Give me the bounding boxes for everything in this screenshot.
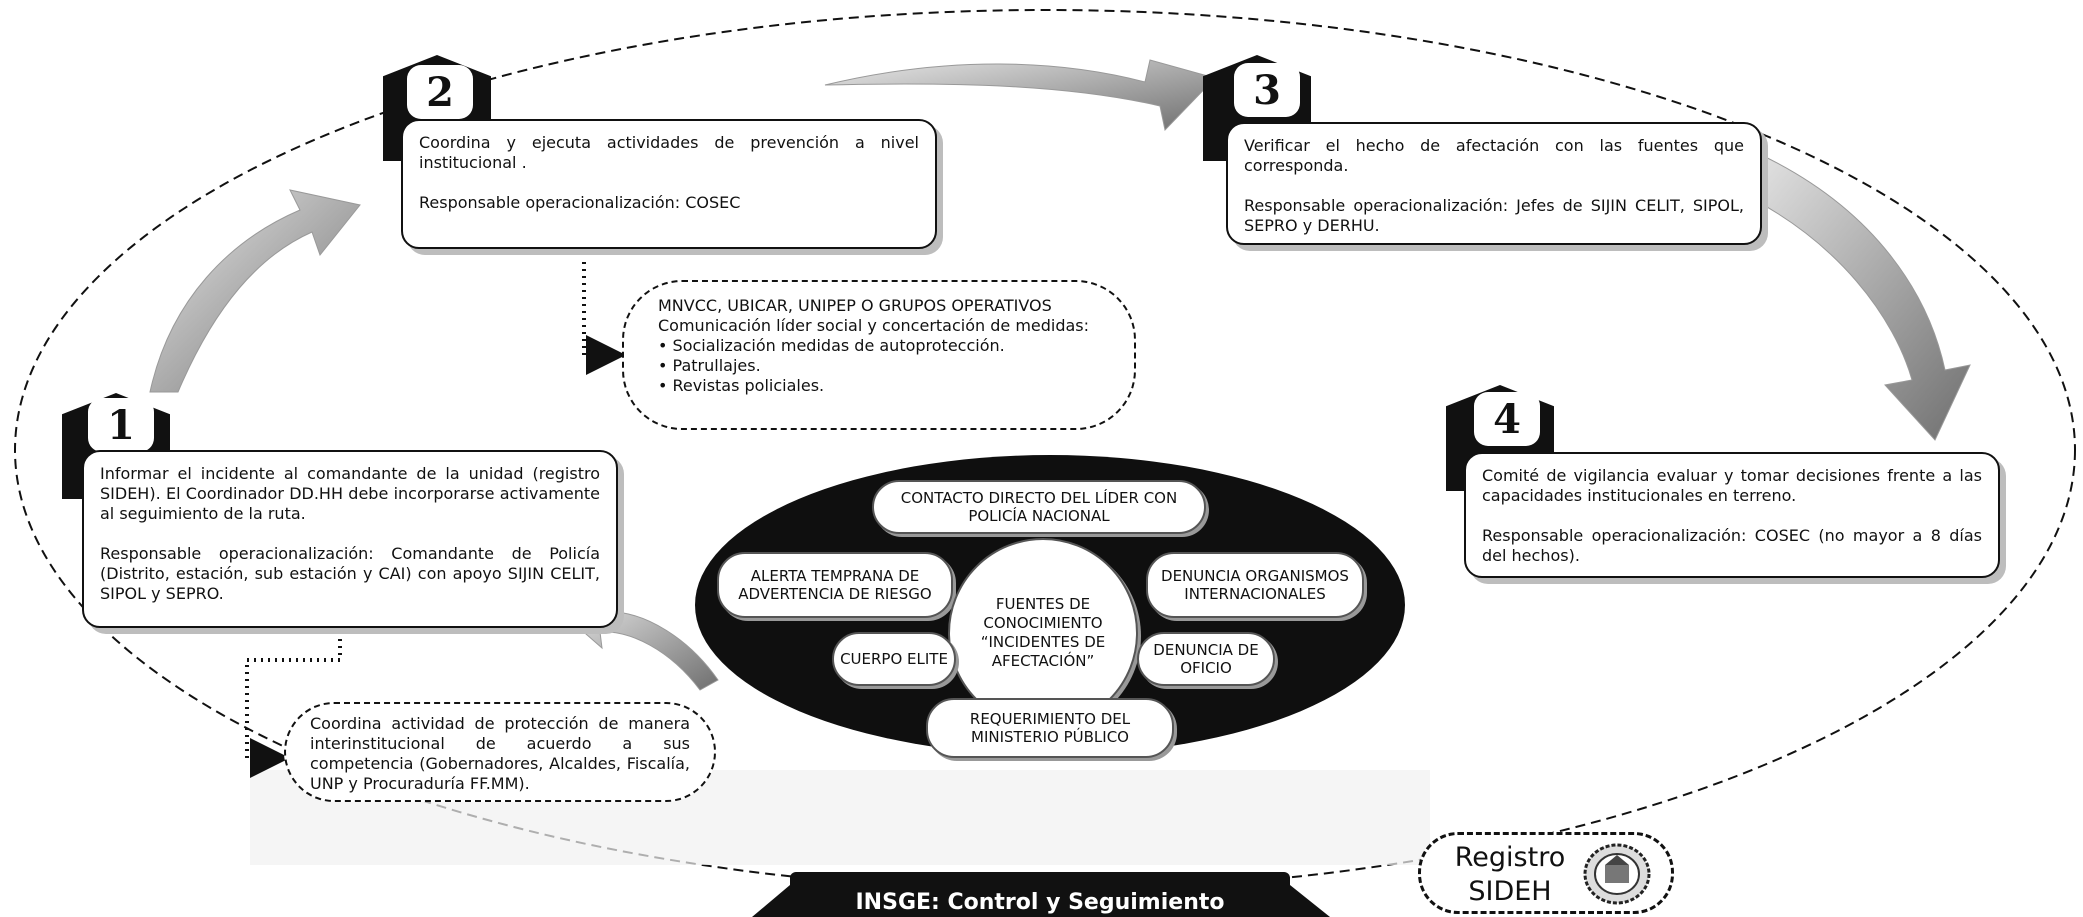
operativos-line2: Comunicación líder social y concertación… xyxy=(658,316,1090,335)
pill-cuerpo-elite: CUERPO ELITE xyxy=(832,632,956,686)
step-3-box: Verificar el hecho de afectación con las… xyxy=(1226,122,1762,245)
connector-1-proteccion xyxy=(245,625,342,778)
operativos-line1: MNVCC, UBICAR, UNIPEP O GRUPOS OPERATIVO… xyxy=(658,296,1052,315)
pill-denuncia-organismos: DENUNCIA ORGANISMOS INTERNACIONALES xyxy=(1146,552,1364,618)
step-1-box: Informar el incidente al comandante de l… xyxy=(82,450,618,628)
registro-line1: Registro xyxy=(1454,842,1566,873)
seal-icon xyxy=(1583,843,1651,905)
connector-2-operativos xyxy=(582,262,626,375)
pill-requerimiento: REQUERIMIENTO DEL MINISTERIO PÚBLICO xyxy=(926,698,1174,758)
footer-banner: INSGE: Control y Seguimiento xyxy=(790,872,1290,917)
pill-contacto: CONTACTO DIRECTO DEL LÍDER CON POLICÍA N… xyxy=(872,480,1206,534)
registro-sideh: Registro SIDEH xyxy=(1418,832,1674,914)
registro-line2: SIDEH xyxy=(1468,876,1552,907)
step-1-responsable: Responsable operacionalización: Comandan… xyxy=(100,544,600,603)
step-4-number: 4 xyxy=(1474,392,1540,446)
step-2-text: Coordina y ejecuta actividades de preven… xyxy=(419,133,919,172)
operativos-bullet-3: • Revistas policiales. xyxy=(658,376,825,395)
operativos-box: MNVCC, UBICAR, UNIPEP O GRUPOS OPERATIVO… xyxy=(622,280,1136,430)
operativos-bullet-2: • Patrullajes. xyxy=(658,356,761,375)
step-1-text: Informar el incidente al comandante de l… xyxy=(100,464,600,523)
footer-left-arrow xyxy=(752,885,790,917)
curved-arrow-1-2 xyxy=(149,189,361,393)
step-3-text: Verificar el hecho de afectación con las… xyxy=(1244,136,1744,175)
footer-right-arrow xyxy=(1290,885,1330,917)
pill-denuncia-oficio: DENUNCIA DE OFICIO xyxy=(1137,632,1275,686)
curved-arrow-3-4 xyxy=(1734,151,1971,441)
proteccion-box: Coordina actividad de protección de mane… xyxy=(284,702,716,802)
step-2-box: Coordina y ejecuta actividades de preven… xyxy=(401,119,937,249)
step-4-responsable: Responsable operacionalización: COSEC (n… xyxy=(1482,526,1982,565)
fuentes-center: FUENTES DE CONOCIMIENTO “INCIDENTES DE A… xyxy=(948,538,1138,728)
step-3-responsable: Responsable operacionalización: Jefes de… xyxy=(1244,196,1744,235)
step-4-box: Comité de vigilancia evaluar y tomar dec… xyxy=(1464,452,2000,578)
step-3-number: 3 xyxy=(1234,63,1300,117)
step-1-number: 1 xyxy=(88,398,154,452)
step-2-responsable: Responsable operacionalización: COSEC xyxy=(419,193,741,212)
operativos-bullet-1: • Socialización medidas de autoprotecció… xyxy=(658,336,1005,355)
proteccion-text: Coordina actividad de protección de mane… xyxy=(310,714,690,793)
step-4-text: Comité de vigilancia evaluar y tomar dec… xyxy=(1482,466,1982,505)
step-2-number: 2 xyxy=(407,65,473,119)
pill-alerta: ALERTA TEMPRANA DE ADVERTENCIA DE RIESGO xyxy=(717,552,953,618)
